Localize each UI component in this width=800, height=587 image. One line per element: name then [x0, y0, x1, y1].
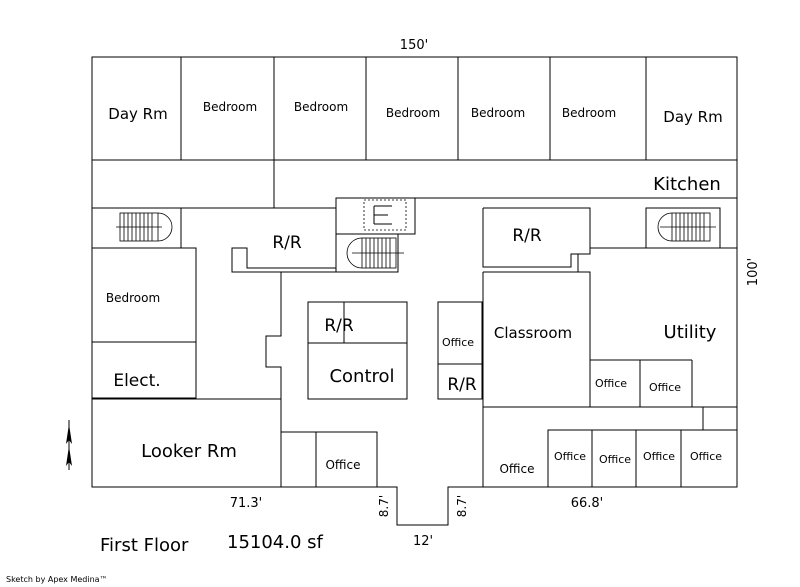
- dim-entry-width: 12': [413, 534, 433, 549]
- room-bedroom-2: Bedroom: [294, 100, 348, 114]
- interior-walls: [92, 57, 737, 487]
- exterior-walls: [91, 56, 738, 526]
- room-office-bottom-right-2: Office: [554, 450, 586, 463]
- north-arrow-icon: [66, 420, 72, 470]
- room-office-bottom-right-5: Office: [690, 450, 722, 463]
- dim-bottom-left: 71.3': [230, 496, 263, 511]
- room-elect: Elect.: [113, 371, 160, 391]
- floor-name: First Floor: [100, 535, 189, 556]
- room-classroom: Classroom: [494, 324, 572, 342]
- dim-entry-left: 8.7': [377, 495, 391, 517]
- stair-center: [346, 237, 404, 269]
- room-office-bottom-center: Office: [325, 458, 360, 472]
- sketch-credit: Sketch by Apex Medina™: [6, 575, 108, 584]
- room-rr-top-right: R/R: [512, 226, 542, 246]
- dim-bottom-right: 66.8': [571, 496, 604, 511]
- room-bedroom-3: Bedroom: [386, 106, 440, 120]
- room-office-bottom-right-3: Office: [599, 453, 631, 466]
- room-rr-control: R/R: [324, 316, 354, 336]
- room-bedroom-1: Bedroom: [203, 100, 257, 114]
- room-bedroom-4: Bedroom: [471, 106, 525, 120]
- room-bedroom-west: Bedroom: [106, 291, 160, 305]
- room-office-bottom-right-4: Office: [643, 450, 675, 463]
- room-office-mid: Office: [442, 336, 474, 349]
- room-looker-rm: Looker Rm: [141, 441, 237, 462]
- stair-west: [116, 212, 173, 242]
- dim-right: 100': [746, 258, 761, 286]
- dim-top: 150': [400, 38, 428, 53]
- room-utility: Utility: [664, 322, 717, 343]
- room-control: Control: [329, 366, 394, 387]
- room-office-util-2: Office: [649, 381, 681, 394]
- room-office-bottom-right-1: Office: [499, 462, 534, 476]
- room-day-rm-left: Day Rm: [108, 105, 167, 123]
- room-rr-mid: R/R: [447, 375, 477, 395]
- elevator: [363, 199, 407, 231]
- dim-entry-right: 8.7': [455, 495, 469, 517]
- floor-area: 15104.0 sf: [227, 532, 324, 553]
- stair-east: [657, 212, 716, 242]
- room-bedroom-5: Bedroom: [562, 106, 616, 120]
- room-office-util-1: Office: [595, 377, 627, 390]
- room-day-rm-right: Day Rm: [663, 108, 722, 126]
- room-rr-top-center: R/R: [272, 233, 302, 253]
- room-kitchen: Kitchen: [653, 174, 721, 195]
